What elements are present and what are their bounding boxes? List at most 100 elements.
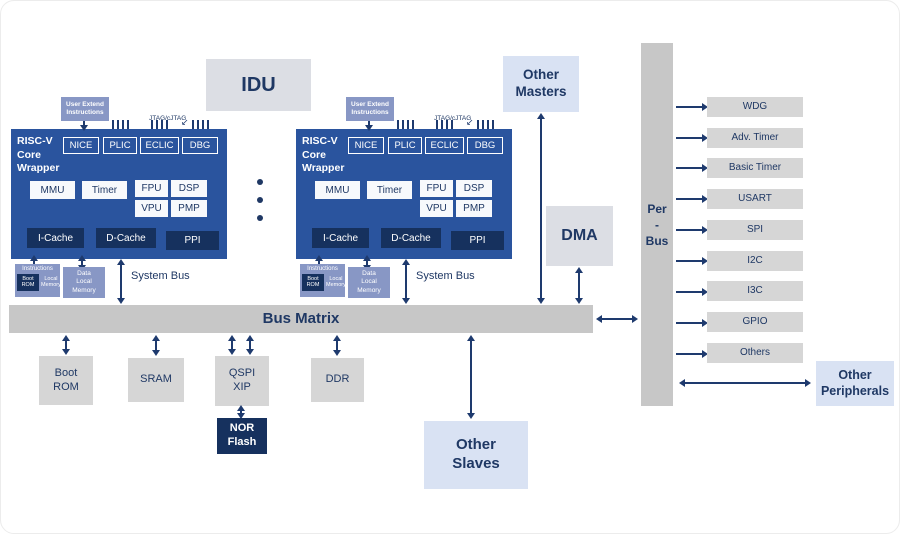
fpu-unit: FPU — [420, 180, 453, 197]
instructions-local-memory: Instructions Boot ROM Local Memory — [300, 264, 346, 297]
arrow-system-bus — [402, 259, 410, 304]
dcache-unit: D-Cache — [381, 228, 441, 248]
ppi-unit: PPI — [451, 231, 504, 250]
bus-pins-icon — [477, 120, 494, 129]
nor-flash-block: NOR Flash — [217, 418, 267, 454]
peripheral-item: I2C — [707, 251, 803, 271]
dsp-unit: DSP — [456, 180, 492, 197]
instr-mem-title: Instructions — [22, 266, 53, 272]
other-slaves-block: Other Slaves — [424, 421, 528, 489]
bus-pins-icon — [397, 120, 414, 129]
instr-mem-rest: Local Memory — [41, 276, 61, 289]
per-bus-label-line1: Per — [647, 201, 667, 216]
bus-pins-icon — [112, 120, 129, 129]
peripheral-item: Adv. Timer — [707, 128, 803, 148]
arrow-to-peripheral — [676, 257, 708, 265]
plic-unit: PLIC — [103, 137, 137, 154]
core-wrapper-title: RISC-V Core Wrapper — [17, 135, 60, 175]
dbg-unit: DBG — [182, 137, 218, 154]
arrow-to-peripheral — [676, 226, 708, 234]
arrow-core-to-data-mem — [363, 255, 371, 271]
arrow-to-peripheral — [676, 164, 708, 172]
jtag-label: JTAG/cJTAG — [434, 115, 472, 122]
riscv-core-wrapper-2: User Extend Instructions JTAG/cJTAG ↙ RI… — [296, 97, 512, 304]
arrow-bus-to-ddr — [333, 335, 341, 356]
sram-block: SRAM — [128, 358, 184, 402]
arrow-system-bus — [117, 259, 125, 304]
bus-pins-icon — [192, 120, 209, 129]
system-bus-label: System Bus — [416, 270, 475, 282]
arrow-to-peripheral — [676, 134, 708, 142]
arrow-to-peripheral — [676, 103, 708, 111]
per-bus-label-line3: Bus — [645, 233, 669, 248]
vpu-unit: VPU — [135, 200, 168, 217]
arrow-other-masters-to-bus — [537, 113, 545, 304]
eclic-unit: ECLIC — [140, 137, 179, 154]
timer-unit: Timer — [367, 181, 412, 199]
data-local-memory: Data Local Memory — [63, 267, 105, 298]
arrow-to-peripheral — [676, 319, 708, 327]
nice-unit: NICE — [348, 137, 384, 154]
data-local-memory: Data Local Memory — [348, 267, 390, 298]
instr-mem-title: Instructions — [307, 266, 338, 272]
pmp-unit: PMP — [456, 200, 492, 217]
per-bus-bar: Per - Bus — [641, 43, 673, 406]
fpu-unit: FPU — [135, 180, 168, 197]
instr-mem-rest: Local Memory — [326, 276, 346, 289]
peripheral-item: WDG — [707, 97, 803, 117]
peripheral-item: Others — [707, 343, 803, 363]
user-extend-connector-arrow — [80, 121, 88, 131]
user-extend-connector-arrow — [365, 121, 373, 131]
nice-unit: NICE — [63, 137, 99, 154]
arrow-to-peripheral — [676, 350, 708, 358]
arrow-per-bus-to-other-peripherals — [679, 379, 811, 387]
plic-unit: PLIC — [388, 137, 422, 154]
pmp-unit: PMP — [171, 200, 207, 217]
mmu-unit: MMU — [30, 181, 75, 199]
arrow-to-peripheral — [676, 195, 708, 203]
arrow-to-peripheral — [676, 288, 708, 296]
icache-unit: I-Cache — [27, 228, 84, 248]
icache-unit: I-Cache — [312, 228, 369, 248]
eclic-unit: ECLIC — [425, 137, 464, 154]
user-extend-instructions-label: User Extend Instructions — [346, 97, 394, 121]
boot-rom-block: Boot ROM — [39, 356, 93, 405]
core-wrapper-title: RISC-V Core Wrapper — [302, 135, 345, 175]
peripheral-item: GPIO — [707, 312, 803, 332]
other-masters-block: Other Masters — [503, 56, 579, 112]
more-cores-ellipsis-icon — [257, 179, 263, 221]
dbg-unit: DBG — [467, 137, 503, 154]
dcache-unit: D-Cache — [96, 228, 156, 248]
jtag-label: JTAG/cJTAG — [149, 115, 187, 122]
other-peripherals-block: Other Peripherals — [816, 361, 894, 406]
arrow-bus-to-sram — [152, 335, 160, 356]
arrow-bus-to-boot-rom — [62, 335, 70, 355]
ddr-block: DDR — [311, 358, 364, 402]
arrow-core-to-data-mem — [78, 255, 86, 271]
dma-block: DMA — [546, 206, 613, 266]
peripheral-item: I3C — [707, 281, 803, 301]
system-bus-label: System Bus — [131, 270, 190, 282]
per-bus-label-line2: - — [655, 217, 659, 232]
boot-rom-chip: Boot ROM — [302, 273, 324, 291]
mmu-unit: MMU — [315, 181, 360, 199]
instructions-local-memory: Instructions Boot ROM Local Memory — [15, 264, 61, 297]
peripheral-item: SPI — [707, 220, 803, 240]
arrow-bus-to-other-slaves — [467, 335, 475, 419]
user-extend-instructions-label: User Extend Instructions — [61, 97, 109, 121]
dsp-unit: DSP — [171, 180, 207, 197]
arrow-bus-matrix-to-per-bus — [596, 315, 638, 323]
qspi-xip-block: QSPI XIP — [215, 356, 269, 406]
jtag-arrow-icon: ↙ — [181, 117, 189, 127]
riscv-core-wrapper-1: User Extend Instructions JTAG/cJTAG ↙ RI… — [11, 97, 227, 304]
timer-unit: Timer — [82, 181, 127, 199]
boot-rom-chip: Boot ROM — [17, 273, 39, 291]
bus-matrix: Bus Matrix — [9, 305, 593, 333]
arrow-bus-to-qspi-1 — [228, 335, 236, 355]
arrow-bus-to-qspi-2 — [246, 335, 254, 355]
jtag-arrow-icon: ↙ — [466, 117, 474, 127]
bus-pins-icon — [436, 120, 453, 129]
ppi-unit: PPI — [166, 231, 219, 250]
idu-block: IDU — [206, 59, 311, 111]
